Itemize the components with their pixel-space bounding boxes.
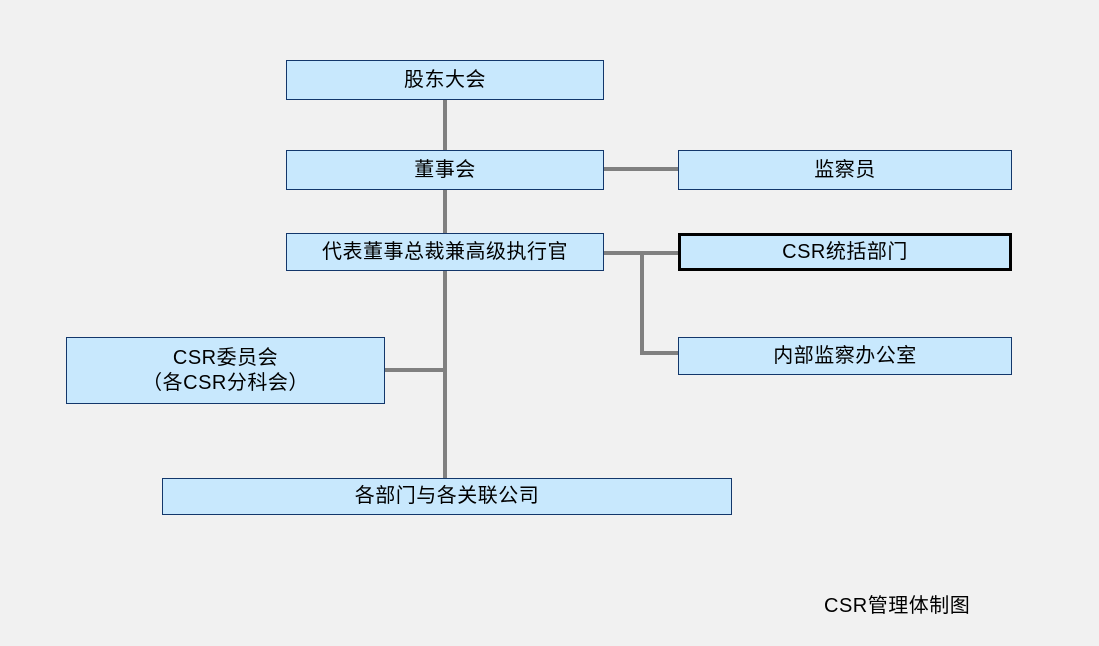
- node-label: 董事会: [414, 158, 476, 181]
- node-label: 股东大会: [404, 68, 486, 91]
- node-auditor[interactable]: 监察员: [678, 150, 1012, 190]
- node-label: CSR委员会 （各CSR分科会）: [142, 346, 309, 394]
- node-csr-department[interactable]: CSR统括部门: [678, 233, 1012, 271]
- node-label: 内部监察办公室: [773, 344, 917, 367]
- connector-board-to-auditor: [604, 167, 678, 171]
- connector-shareholders-to-board: [443, 99, 447, 150]
- connector-board-to-ceo: [443, 189, 447, 233]
- diagram-caption: CSR管理体制图: [824, 595, 971, 617]
- connector-right-branch-vertical: [640, 251, 644, 355]
- node-label: CSR统括部门: [782, 240, 908, 263]
- node-internal-audit-office[interactable]: 内部监察办公室: [678, 337, 1012, 375]
- connector-branch-to-internal-audit: [640, 351, 678, 355]
- node-label: 代表董事总裁兼高级执行官: [322, 240, 568, 263]
- node-label: 监察员: [814, 158, 876, 181]
- connector-ceo-main-trunk: [443, 270, 447, 478]
- node-divisions-and-affiliates[interactable]: 各部门与各关联公司: [162, 478, 732, 515]
- node-ceo[interactable]: 代表董事总裁兼高级执行官: [286, 233, 604, 271]
- node-board-of-directors[interactable]: 董事会: [286, 150, 604, 190]
- connector-csr-committee-to-trunk: [385, 368, 445, 372]
- node-csr-committee[interactable]: CSR委员会 （各CSR分科会）: [66, 337, 385, 404]
- node-shareholders-meeting[interactable]: 股东大会: [286, 60, 604, 100]
- node-label: 各部门与各关联公司: [354, 485, 540, 507]
